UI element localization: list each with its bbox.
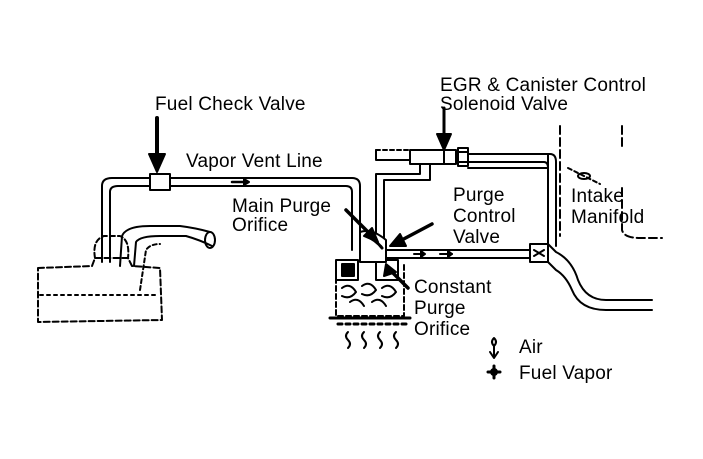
air-flow-arrow-icon	[489, 337, 499, 359]
intake-manifold-line-1: Intake	[571, 186, 624, 207]
purge-line	[385, 243, 653, 311]
vapor-vent-line	[101, 177, 361, 263]
purge-control-valve-label: Purge Control Valve	[453, 185, 516, 248]
main-purge-orifice-label: Main Purge Orifice	[232, 197, 331, 235]
purge-control-valve-line-3: Valve	[453, 227, 501, 248]
main-purge-orifice-arrow	[344, 208, 379, 243]
egr-canister-solenoid	[375, 106, 557, 247]
purge-control-valve-line-1: Purge	[453, 185, 505, 206]
purge-control-valve-line-2: Control	[453, 206, 516, 227]
main-purge-orifice-line-2: Orifice	[232, 215, 289, 236]
fuel-vapor-arrow-icon	[486, 364, 502, 380]
purge-control-valve-arrow	[389, 222, 434, 247]
constant-purge-orifice-line-2: Purge	[414, 298, 466, 319]
vapor-vent-line-label: Vapor Vent Line	[186, 151, 323, 172]
constant-purge-orifice-line-3: Orifice	[414, 319, 471, 340]
fuel-tank	[37, 235, 163, 323]
legend-fuel-vapor-label: Fuel Vapor	[519, 363, 613, 384]
constant-purge-orifice-arrow	[383, 263, 410, 290]
air-inlet-arrows	[345, 331, 399, 349]
legend-air-label: Air	[519, 337, 543, 358]
constant-purge-orifice-line-1: Constant	[414, 277, 492, 298]
egr-solenoid-line-1: EGR & Canister Control	[440, 75, 647, 96]
intake-manifold-label: Intake Manifold	[571, 186, 644, 228]
intake-manifold-line-2: Manifold	[571, 207, 645, 228]
egr-solenoid-label: EGR & Canister Control Solenoid Valve	[440, 76, 646, 114]
fuel-check-valve-label: Fuel Check Valve	[155, 94, 306, 115]
main-purge-orifice-line-1: Main Purge	[232, 196, 332, 217]
intake-manifold	[559, 125, 663, 239]
charcoal-canister	[328, 230, 412, 349]
filler-neck	[119, 225, 216, 291]
egr-solenoid-line-2: Solenoid Valve	[440, 94, 569, 115]
fuel-check-valve	[148, 116, 171, 191]
constant-purge-orifice-label: Constant Purge Orifice	[414, 277, 492, 340]
